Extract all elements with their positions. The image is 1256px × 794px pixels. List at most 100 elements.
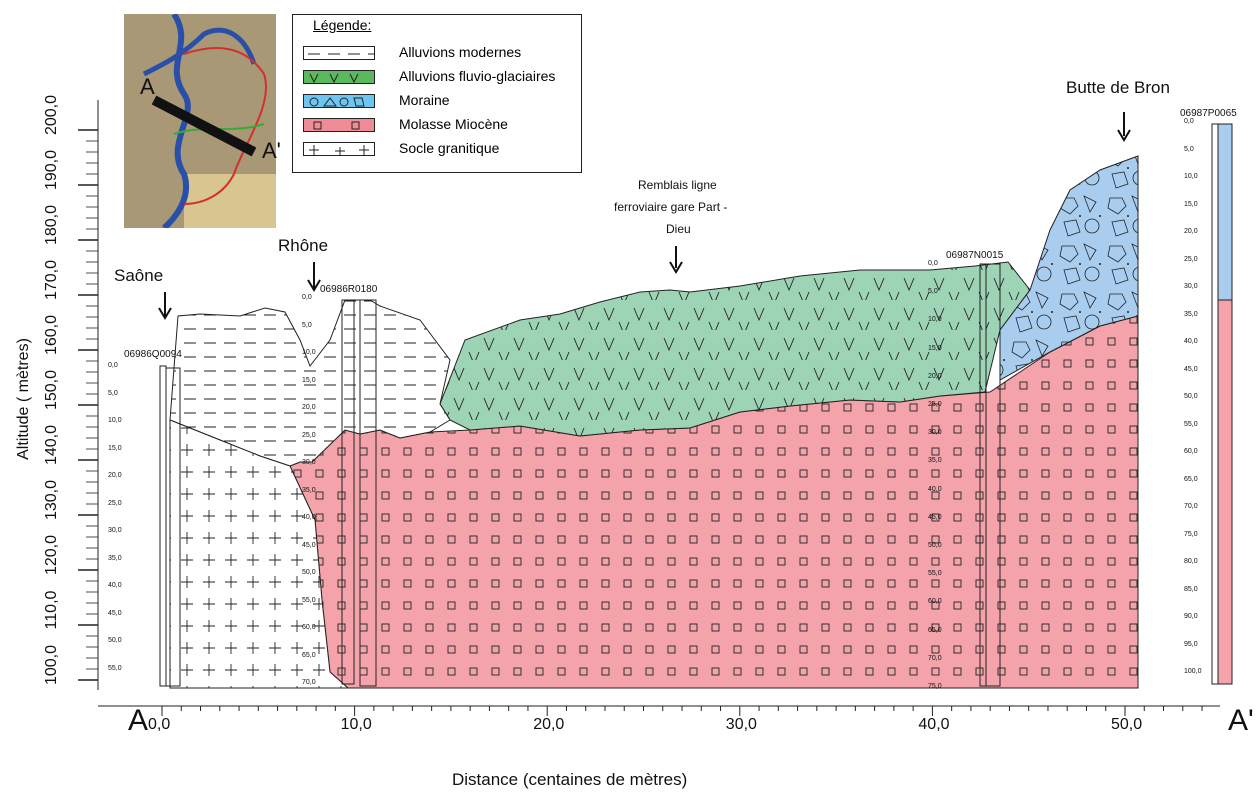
- depth-label: 50,0: [1184, 393, 1198, 400]
- depth-label: 55,0: [928, 570, 942, 578]
- depth-label: 60,0: [928, 598, 942, 606]
- depth-label: 45,0: [1184, 365, 1198, 373]
- axes: [78, 100, 1220, 716]
- depth-label: 20,0: [1184, 228, 1198, 235]
- depth-label: 65,0: [1184, 475, 1198, 483]
- y-tick-label: 100,0: [43, 644, 60, 686]
- depth-label: 55,0: [108, 664, 122, 672]
- alluvions-swatch: [303, 46, 375, 60]
- legend: Légende: Alluvions modernes Alluvions fl…: [292, 14, 582, 173]
- depth-label: 25,0: [108, 499, 122, 507]
- depth-label: 5,0: [302, 321, 312, 329]
- annotation-saone: Saône: [114, 266, 164, 285]
- legend-label: Moraine: [399, 92, 450, 108]
- section-end-label: A': [1228, 704, 1254, 737]
- borehole-columns: [159, 123, 1233, 687]
- y-axis-label: Altitude ( mètres): [15, 338, 32, 460]
- depth-label: 80,0: [1184, 558, 1198, 565]
- depth-label: 25,0: [928, 401, 942, 408]
- x-tick-label: 30,0: [725, 716, 757, 733]
- y-tick-label: 110,0: [43, 590, 60, 630]
- y-tick-label: 200,0: [43, 94, 60, 136]
- depth-label: 15,0: [1184, 200, 1198, 208]
- depth-label: 0,0: [108, 362, 118, 369]
- y-tick-label: 150,0: [43, 369, 60, 411]
- borehole-1-id: 06986Q0094: [124, 349, 182, 360]
- annotation-rhone: Rhône: [278, 236, 329, 255]
- depth-label: 30,0: [928, 429, 942, 437]
- layer-socle: [169, 419, 350, 689]
- depth-label: 65,0: [302, 651, 316, 659]
- y-tick-label: 130,0: [43, 479, 60, 521]
- depth-label: 40,0: [108, 582, 122, 589]
- depth-label: 10,0: [108, 417, 122, 424]
- depth-label: 15,0: [302, 376, 316, 384]
- layer-alluvions: [169, 299, 451, 467]
- fluvio-swatch: [303, 70, 375, 84]
- depth-label: 20,0: [302, 404, 316, 411]
- depth-label: 10,0: [928, 316, 942, 324]
- depth-label: 55,0: [302, 596, 316, 604]
- y-tick-label: 170,0: [43, 259, 60, 301]
- moraine-swatch: [303, 94, 375, 108]
- depth-label: 65,0: [928, 626, 942, 634]
- depth-label: 45,0: [928, 513, 942, 521]
- y-tick-label: 140,0: [43, 424, 60, 466]
- depth-label: 30,0: [302, 459, 316, 466]
- depth-label: 40,0: [302, 514, 316, 521]
- legend-label: Alluvions modernes: [399, 44, 522, 60]
- section-start-label: A: [128, 704, 149, 737]
- depth-label: 30,0: [1184, 283, 1198, 290]
- depth-label: 5,0: [108, 389, 118, 397]
- depth-label: 15,0: [928, 344, 942, 352]
- depth-label: 25,0: [302, 431, 316, 439]
- depth-label: 55,0: [1184, 420, 1198, 428]
- legend-label: Socle granitique: [399, 140, 500, 156]
- x-tick-label: 10,0: [340, 716, 372, 733]
- y-tick-label: 120,0: [43, 534, 60, 576]
- depth-label: 75,0: [1184, 530, 1198, 538]
- x-ticks: [161, 706, 1203, 716]
- depth-label: 85,0: [1184, 585, 1198, 593]
- depth-label: 40,0: [1184, 338, 1198, 345]
- depth-label: 75,0: [928, 683, 942, 690]
- annotation-butte-de-bron: Butte de Bron: [1066, 78, 1170, 97]
- depth-label: 45,0: [302, 541, 316, 549]
- depth-label: 100,0: [1184, 668, 1202, 675]
- depth-label: 0,0: [1184, 118, 1194, 125]
- depth-label: 5,0: [928, 288, 938, 296]
- x-tick-label: 0,0: [148, 716, 171, 733]
- depth-label: 45,0: [108, 609, 122, 617]
- depth-label: 40,0: [928, 485, 942, 493]
- depth-label: 0,0: [302, 294, 312, 301]
- depth-label: 5,0: [1184, 145, 1194, 153]
- molasse-swatch: [303, 118, 375, 132]
- depth-label: 70,0: [928, 654, 942, 662]
- depth-label: 95,0: [1184, 640, 1198, 648]
- layer-fluvio: [439, 261, 1031, 437]
- depth-label: 10,0: [1184, 173, 1198, 180]
- layer-molasse: [289, 315, 1139, 689]
- depth-label: 35,0: [928, 457, 942, 465]
- x-tick-label: 40,0: [918, 716, 950, 733]
- y-ticks: [78, 129, 98, 681]
- annotation-remblais-line2: ferroviaire gare Part -: [614, 200, 728, 214]
- depth-label: 20,0: [108, 472, 122, 479]
- y-tick-label: 180,0: [43, 204, 60, 246]
- depth-label: 0,0: [928, 260, 938, 267]
- depth-label: 50,0: [302, 569, 316, 576]
- depth-label: 70,0: [302, 679, 316, 686]
- x-axis-label: Distance (centaines de mètres): [452, 770, 688, 789]
- annotation-remblais-line3: Dieu: [666, 222, 691, 236]
- borehole-4-id: 06987P0065: [1180, 108, 1237, 119]
- annotation-arrows: [158, 112, 1131, 320]
- layer-moraine: [999, 155, 1139, 381]
- legend-title: Légende:: [313, 17, 372, 33]
- borehole-2-id: 06986R0180: [320, 284, 378, 295]
- depth-label: 35,0: [302, 486, 316, 494]
- depth-label: 60,0: [1184, 448, 1198, 455]
- depth-label: 25,0: [1184, 255, 1198, 263]
- depth-label: 90,0: [1184, 613, 1198, 620]
- minimap-label-a-prime: A': [262, 138, 281, 163]
- location-map: [124, 14, 276, 228]
